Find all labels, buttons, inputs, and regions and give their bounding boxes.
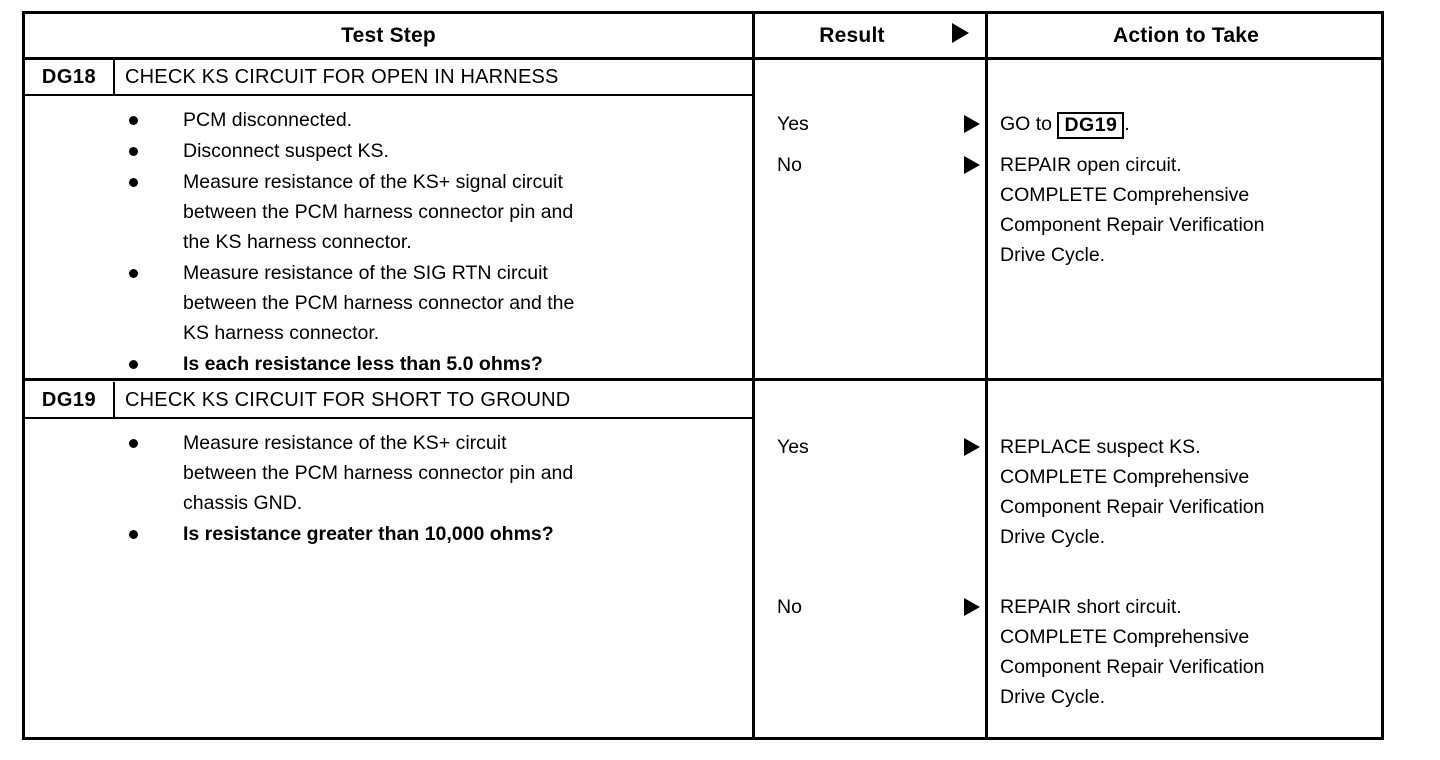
divider-below-header: [25, 57, 1381, 60]
list-item: PCM disconnected.: [121, 105, 741, 135]
list-item: Measure resistance of the SIG RTN circui…: [121, 258, 741, 348]
result-label: Yes: [777, 435, 809, 458]
action-line: Drive Cycle.: [1000, 686, 1106, 708]
action-line: COMPLETE Comprehensive: [1000, 466, 1250, 488]
divider-below-dg19-title: [25, 417, 752, 419]
action-entry-dg18-yes: GO to DG19.: [1000, 109, 1384, 139]
bullet-list-dg19: Measure resistance of the KS+ circuit be…: [121, 428, 741, 550]
step-code-dg19: DG19: [41, 389, 97, 411]
result-entry-dg18-no: No: [755, 150, 985, 180]
bullet-list-dg18: PCM disconnected. Disconnect suspect KS.…: [121, 105, 741, 380]
header-result-label: Result: [819, 23, 885, 47]
step-title-band-dg19: DG19 CHECK KS CIRCUIT FOR SHORT TO GROUN…: [25, 383, 752, 418]
bullet-line: Measure resistance of the KS+ circuit: [183, 432, 507, 454]
action-line: Drive Cycle.: [1000, 526, 1106, 548]
header-test-step-label: Test Step: [341, 23, 436, 47]
list-item-question: Is each resistance less than 5.0 ohms?: [121, 349, 741, 379]
header-action-label: Action to Take: [1113, 23, 1259, 47]
right-triangle-icon: [964, 438, 985, 456]
pinpoint-test-table: Test Step Result Action to Take DG18 CHE…: [22, 11, 1384, 740]
action-entry-dg18-no: REPAIR open circuit. COMPLETE Comprehens…: [1000, 150, 1384, 270]
bullet-line: between the PCM harness connector and th…: [183, 292, 575, 314]
bullet-line: between the PCM harness connector pin an…: [183, 201, 574, 223]
bullet-line: the KS harness connector.: [183, 231, 412, 253]
result-label: No: [777, 595, 802, 618]
bullet-line: KS harness connector.: [183, 322, 380, 344]
action-line: COMPLETE Comprehensive: [1000, 626, 1250, 648]
header-action-to-take: Action to Take: [988, 14, 1384, 57]
header-test-step: Test Step: [25, 14, 752, 57]
bullet-line: chassis GND.: [183, 492, 303, 514]
header-result: Result: [755, 14, 985, 57]
list-item: Disconnect suspect KS.: [121, 136, 741, 166]
step-title-dg19: CHECK KS CIRCUIT FOR SHORT TO GROUND: [125, 389, 571, 411]
list-item: Measure resistance of the KS+ signal cir…: [121, 167, 741, 257]
action-entry-dg19-no: REPAIR short circuit. COMPLETE Comprehen…: [1000, 592, 1384, 712]
divider-below-dg18-title: [25, 94, 752, 96]
action-line: COMPLETE Comprehensive: [1000, 184, 1250, 206]
action-line: Drive Cycle.: [1000, 244, 1106, 266]
result-entry-dg18-yes: Yes: [755, 109, 985, 139]
bullet-line: Is each resistance less than 5.0 ohms?: [183, 353, 543, 375]
column-divider-result: [752, 14, 755, 737]
step-reference-dg19[interactable]: DG19: [1057, 112, 1125, 139]
action-line: Component Repair Verification: [1000, 214, 1265, 236]
goto-prefix: GO to: [1000, 113, 1058, 135]
right-triangle-icon: [952, 22, 969, 49]
right-triangle-icon: [964, 156, 985, 174]
step-title-dg18: CHECK KS CIRCUIT FOR OPEN IN HARNESS: [125, 66, 559, 88]
right-triangle-icon: [964, 115, 985, 133]
bullet-line: between the PCM harness connector pin an…: [183, 462, 574, 484]
bullet-line: Measure resistance of the KS+ signal cir…: [183, 171, 563, 193]
divider-step-code-dg18: [113, 59, 115, 94]
divider-step-code-dg19: [113, 382, 115, 417]
list-item-question: Is resistance greater than 10,000 ohms?: [121, 519, 741, 549]
action-line: GO to DG19.: [1000, 109, 1384, 139]
column-divider-action: [985, 14, 988, 737]
list-item: Measure resistance of the KS+ circuit be…: [121, 428, 741, 518]
result-label: No: [777, 153, 802, 176]
right-triangle-icon: [964, 598, 985, 616]
action-line: REPAIR open circuit.: [1000, 154, 1182, 176]
result-label: Yes: [777, 112, 809, 135]
result-entry-dg19-no: No: [755, 592, 985, 622]
action-line: REPAIR short circuit.: [1000, 596, 1182, 618]
step-title-band-dg18: DG18 CHECK KS CIRCUIT FOR OPEN IN HARNES…: [25, 60, 752, 95]
bullet-line: PCM disconnected.: [183, 109, 353, 131]
action-line: REPLACE suspect KS.: [1000, 436, 1201, 458]
goto-suffix: .: [1124, 113, 1130, 135]
action-line: Component Repair Verification: [1000, 656, 1265, 678]
bullet-line: Is resistance greater than 10,000 ohms?: [183, 523, 554, 545]
action-entry-dg19-yes: REPLACE suspect KS. COMPLETE Comprehensi…: [1000, 432, 1384, 552]
result-entry-dg19-yes: Yes: [755, 432, 985, 462]
bullet-line: Measure resistance of the SIG RTN circui…: [183, 262, 548, 284]
action-line: Component Repair Verification: [1000, 496, 1265, 518]
step-code-dg18: DG18: [41, 66, 97, 88]
bullet-line: Disconnect suspect KS.: [183, 140, 389, 162]
divider-between-steps: [25, 378, 1381, 381]
